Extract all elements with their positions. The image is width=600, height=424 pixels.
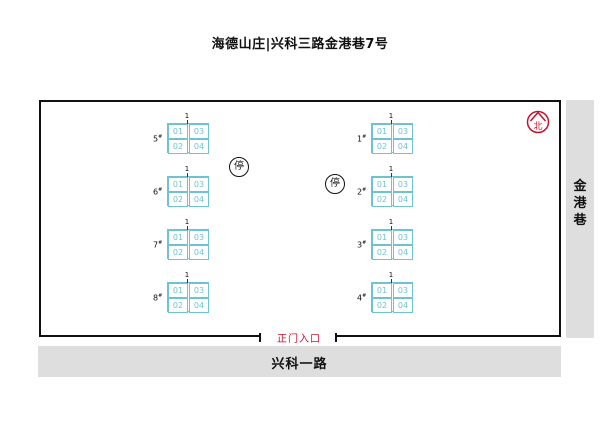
- building-number: 4: [357, 293, 363, 303]
- unit-01: 01: [168, 177, 188, 192]
- unit-04: 04: [393, 298, 413, 313]
- building-number-mark: #: [362, 134, 367, 140]
- unit-02: 02: [372, 298, 392, 313]
- stair-marker: [187, 173, 188, 177]
- unit-04: 04: [189, 298, 209, 313]
- unit-01: 01: [168, 283, 188, 298]
- stair-marker: [391, 226, 392, 230]
- stair-label: 1: [184, 271, 190, 279]
- unit-01: 01: [372, 230, 392, 245]
- stair-label: 1: [184, 112, 190, 120]
- unit-04: 04: [189, 139, 209, 154]
- stair-marker: [391, 279, 392, 283]
- unit-03: 03: [393, 177, 413, 192]
- building-number: 3: [357, 240, 363, 250]
- building-number-mark: #: [362, 240, 367, 246]
- stair-label: 1: [388, 112, 394, 120]
- building-number-mark: #: [158, 134, 163, 140]
- unit-03: 03: [393, 283, 413, 298]
- parking-icon: 停: [229, 157, 249, 177]
- building-number-label: 5#: [153, 134, 162, 144]
- unit-01: 01: [372, 177, 392, 192]
- gate-post-left: [259, 333, 261, 342]
- stair-label: 1: [388, 271, 394, 279]
- building-number: 7: [153, 240, 159, 250]
- compass-arrow: [529, 112, 547, 122]
- compass-ring: [526, 110, 550, 134]
- unit-02: 02: [372, 245, 392, 260]
- unit-03: 03: [189, 230, 209, 245]
- building-number-mark: #: [158, 293, 163, 299]
- building-number-mark: #: [362, 293, 367, 299]
- road-bottom: [38, 346, 561, 377]
- main-gate-label: 正门入口: [277, 334, 321, 345]
- unit-04: 04: [393, 245, 413, 260]
- gate-opening: [260, 334, 337, 340]
- unit-02: 02: [372, 192, 392, 207]
- building-number: 8: [153, 293, 159, 303]
- unit-01: 01: [168, 230, 188, 245]
- stair-label: 1: [388, 218, 394, 226]
- unit-01: 01: [372, 124, 392, 139]
- north-compass-icon: 北: [526, 110, 550, 134]
- unit-01: 01: [168, 124, 188, 139]
- unit-02: 02: [168, 139, 188, 154]
- stair-marker: [187, 120, 188, 124]
- compass-label: 北: [533, 121, 542, 132]
- gate-post-right: [335, 333, 337, 342]
- unit-03: 03: [189, 283, 209, 298]
- unit-03: 03: [393, 124, 413, 139]
- unit-03: 03: [393, 230, 413, 245]
- stair-marker: [187, 226, 188, 230]
- parking-icon: 停: [325, 174, 345, 194]
- unit-02: 02: [168, 245, 188, 260]
- stair-label: 1: [388, 165, 394, 173]
- site-boundary: [39, 100, 561, 337]
- building-number: 5: [153, 134, 159, 144]
- road-right-label: 金 港 巷: [566, 178, 594, 229]
- stair-marker: [391, 120, 392, 124]
- stair-marker: [187, 279, 188, 283]
- unit-04: 04: [189, 192, 209, 207]
- building-number: 1: [357, 134, 363, 144]
- stair-label: 1: [184, 218, 190, 226]
- building-number-mark: #: [158, 240, 163, 246]
- unit-04: 04: [393, 139, 413, 154]
- unit-02: 02: [168, 298, 188, 313]
- unit-02: 02: [168, 192, 188, 207]
- building-number: 2: [357, 187, 363, 197]
- unit-03: 03: [189, 124, 209, 139]
- road-right-char-1: 金: [573, 179, 587, 194]
- road-right: [566, 100, 594, 338]
- stair-label: 1: [184, 165, 190, 173]
- building-number-mark: #: [158, 187, 163, 193]
- building-number-label: 2#: [357, 187, 366, 197]
- building-number-label: 1#: [357, 134, 366, 144]
- road-right-char-3: 巷: [573, 213, 587, 228]
- building-number-mark: #: [362, 187, 367, 193]
- road-right-char-2: 港: [573, 196, 587, 211]
- unit-04: 04: [393, 192, 413, 207]
- unit-03: 03: [189, 177, 209, 192]
- building-number-label: 7#: [153, 240, 162, 250]
- building-number-label: 4#: [357, 293, 366, 303]
- road-bottom-label: 兴科一路: [271, 357, 328, 372]
- page-title: 海德山庄|兴科三路金港巷7号: [211, 37, 389, 52]
- unit-02: 02: [372, 139, 392, 154]
- building-number-label: 6#: [153, 187, 162, 197]
- unit-04: 04: [189, 245, 209, 260]
- building-number-label: 3#: [357, 240, 366, 250]
- stair-marker: [391, 173, 392, 177]
- unit-01: 01: [372, 283, 392, 298]
- building-number: 6: [153, 187, 159, 197]
- building-number-label: 8#: [153, 293, 162, 303]
